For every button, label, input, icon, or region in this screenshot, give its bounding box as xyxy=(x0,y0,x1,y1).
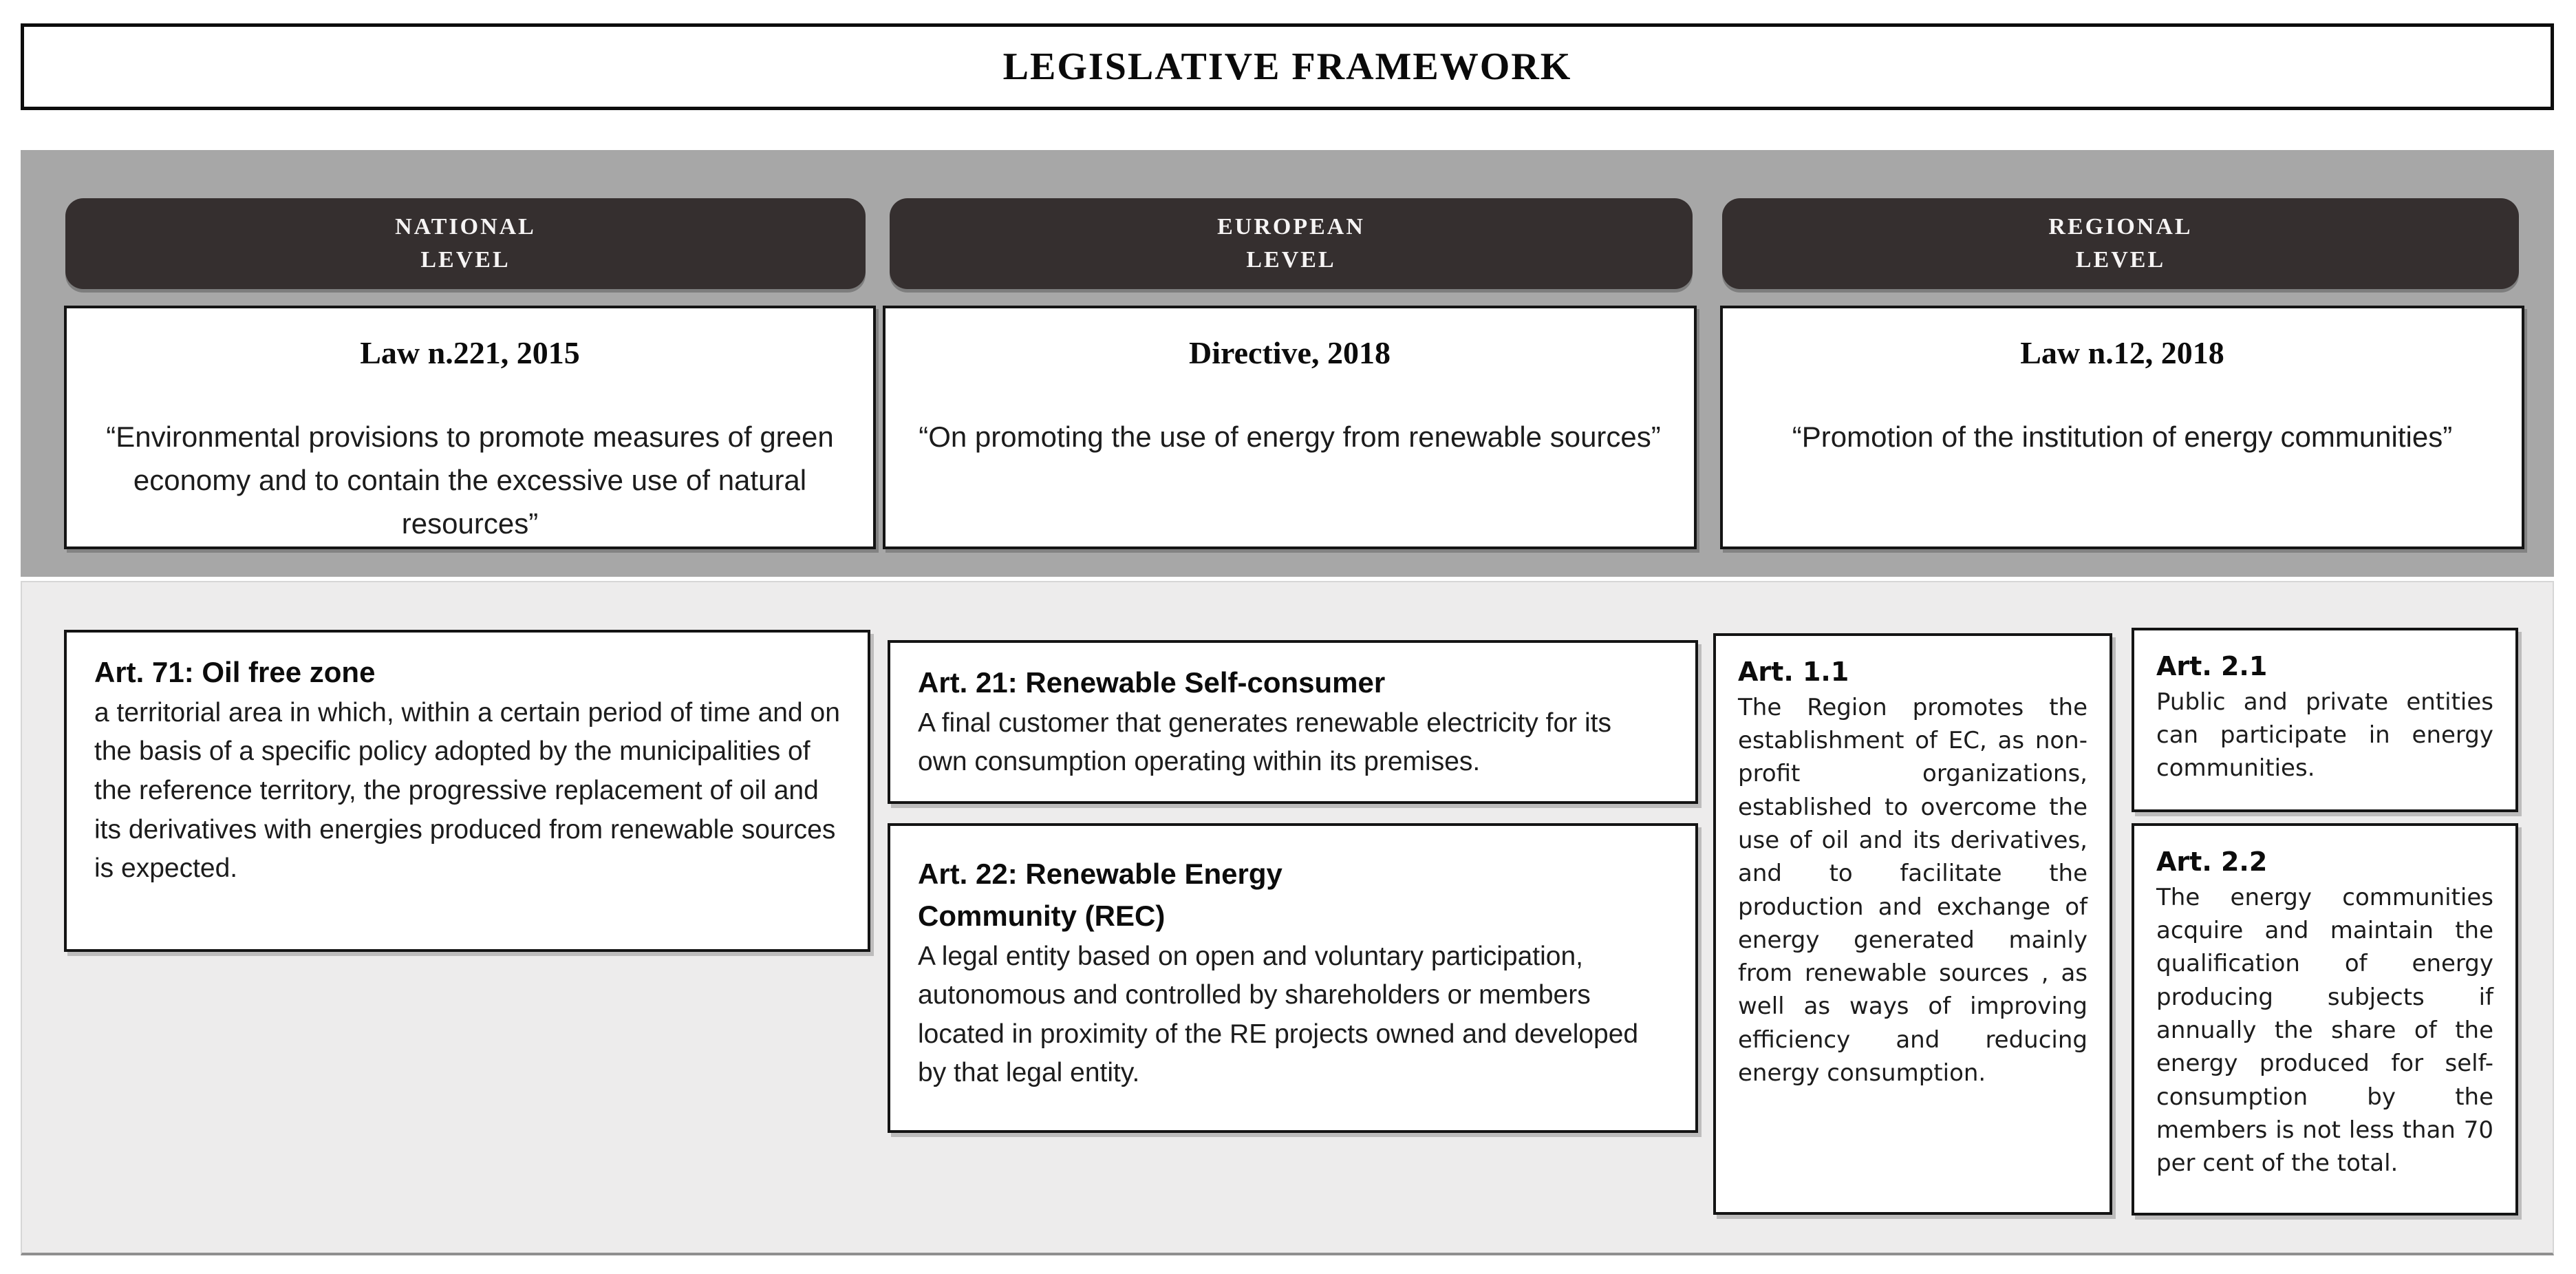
law-name: Law n.221, 2015 xyxy=(360,335,580,370)
article-body: The Region promotes the establishment of… xyxy=(1738,693,2087,1087)
article-box-art-71: Art. 71: Oil free zone a territorial are… xyxy=(64,630,870,952)
law-name: Directive, 2018 xyxy=(1189,335,1391,370)
article-heading: Art. 71: Oil free zone xyxy=(94,656,376,688)
article-heading: Art. 2.2 xyxy=(2156,847,2268,877)
article-box-art-21: Art. 21: Renewable Self-consumer A final… xyxy=(888,640,1698,804)
article-body: A legal entity based on open and volunta… xyxy=(918,941,1639,1088)
header-line: LEVEL xyxy=(420,247,511,273)
header-line: LEVEL xyxy=(1246,247,1336,273)
article-body: Public and private entities can particip… xyxy=(2156,688,2493,783)
header-regional-level: REGIONAL LEVEL xyxy=(1722,198,2519,289)
law-box-national: Law n.221, 2015 “Environmental provision… xyxy=(64,306,876,549)
header-line: REGIONAL xyxy=(2048,213,2193,240)
header-line: EUROPEAN xyxy=(1217,213,1365,240)
article-heading-line2: Community (REC) xyxy=(918,899,1166,932)
article-body: a territorial area in which, within a ce… xyxy=(94,697,840,884)
article-body: A final customer that generates renewabl… xyxy=(918,708,1611,777)
article-box-art-2-1: Art. 2.1 Public and private entities can… xyxy=(2132,628,2518,812)
page-title: LEGISLATIVE FRAMEWORK xyxy=(1002,45,1572,88)
law-box-european: Directive, 2018 “On promoting the use of… xyxy=(883,306,1697,549)
header-national-level: NATIONAL LEVEL xyxy=(65,198,866,289)
article-box-art-22: Art. 22: Renewable Energy Community (REC… xyxy=(888,823,1698,1133)
header-line: LEVEL xyxy=(2075,247,2166,273)
title-box: LEGISLATIVE FRAMEWORK xyxy=(21,23,2554,110)
law-quote: “On promoting the use of energy from ren… xyxy=(919,421,1661,453)
article-heading: Art. 2.1 xyxy=(2156,651,2268,681)
law-name: Law n.12, 2018 xyxy=(2020,335,2224,370)
header-european-level: EUROPEAN LEVEL xyxy=(890,198,1693,289)
article-box-art-2-2: Art. 2.2 The energy communities acquire … xyxy=(2132,823,2518,1215)
article-heading: Art. 1.1 xyxy=(1738,657,1849,687)
article-box-art-1-1: Art. 1.1 The Region promotes the establi… xyxy=(1713,633,2112,1215)
article-heading: Art. 21: Renewable Self-consumer xyxy=(918,666,1386,699)
header-line: NATIONAL xyxy=(395,213,536,240)
law-quote: “Promotion of the institution of energy … xyxy=(1792,421,2453,453)
article-heading: Art. 22: Renewable Energy xyxy=(918,858,1282,890)
law-quote: “Environmental provisions to promote mea… xyxy=(106,421,834,540)
law-box-regional: Law n.12, 2018 “Promotion of the institu… xyxy=(1720,306,2524,549)
article-body: The energy communities acquire and maint… xyxy=(2156,883,2493,1178)
